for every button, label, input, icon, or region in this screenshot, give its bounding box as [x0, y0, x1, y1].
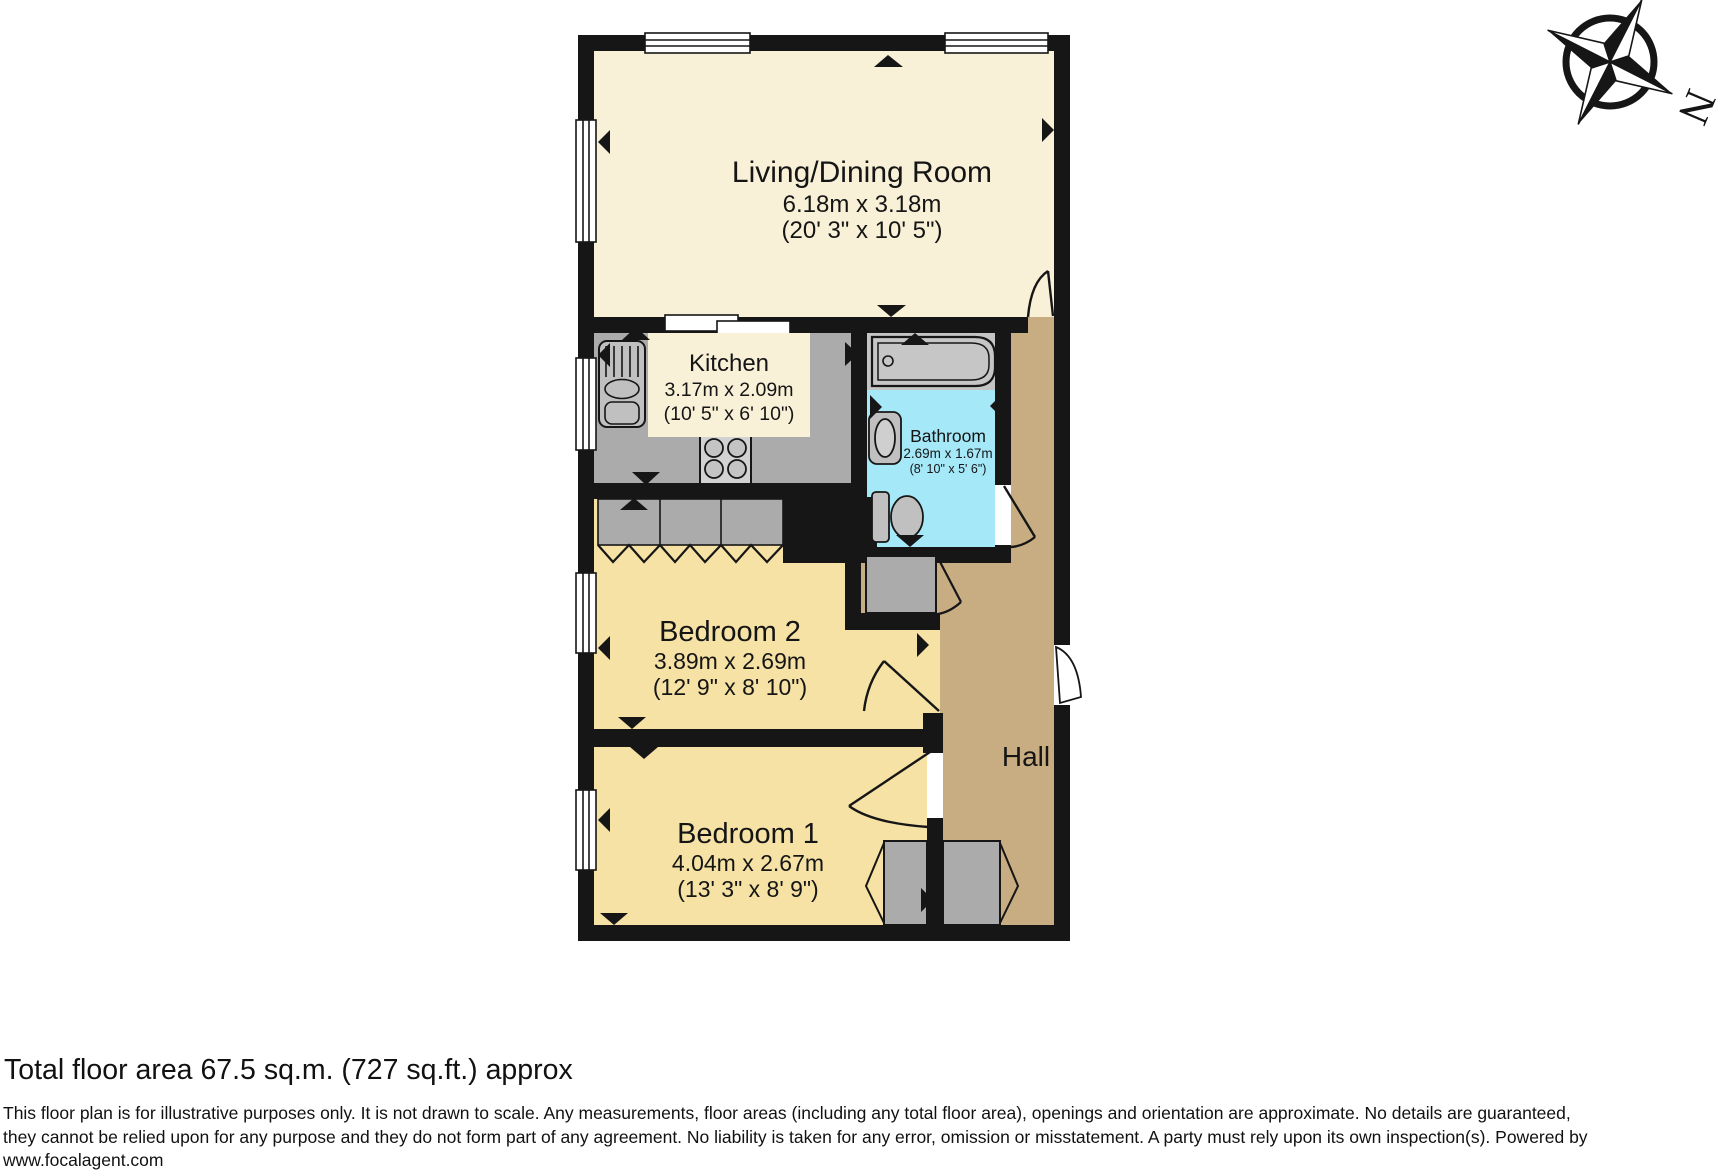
window-living-left — [575, 119, 597, 243]
toilet-icon — [871, 491, 924, 543]
window-bedroom2-left — [575, 572, 597, 654]
door-hall-cupboard — [937, 557, 962, 616]
living-room-dims-m: 6.18m x 3.18m — [783, 191, 942, 218]
kitchen-sink-icon — [598, 340, 646, 428]
window-bedroom1-left — [575, 789, 597, 871]
kitchen-label-box — [648, 333, 810, 437]
hob-icon — [699, 431, 752, 485]
door-bedroom2 — [862, 660, 940, 712]
disclaimer-line-1: This floor plan is for illustrative purp… — [3, 1103, 1571, 1123]
bathroom-dims-ft: (8' 10" x 5' 6") — [910, 462, 987, 476]
windows — [575, 32, 1049, 871]
disclaimer-line-3: www.focalagent.com — [3, 1150, 164, 1170]
bedroom1-dims-m: 4.04m x 2.67m — [672, 850, 824, 876]
living-room-dims-ft: (20' 3" x 10' 5") — [782, 217, 943, 244]
hall-cupboard — [865, 555, 937, 614]
compass-north-label: N — [1668, 83, 1720, 131]
total-floor-area: Total floor area 67.5 sq.m. (727 sq.ft.)… — [4, 1054, 573, 1086]
kitchen-dims-m: 3.17m x 2.09m — [665, 379, 794, 401]
window-top-left — [644, 32, 751, 54]
door-bathroom — [1002, 485, 1037, 549]
bedroom2-dims-ft: (12' 9" x 8' 10") — [653, 674, 807, 700]
disclaimer-text: This floor plan is for illustrative purp… — [3, 1102, 1588, 1173]
bathroom-sink-icon — [868, 411, 902, 465]
bedroom1-dims-ft: (13' 3" x 8' 9") — [677, 876, 818, 902]
bathtub-icon — [870, 335, 997, 388]
window-top-right — [944, 32, 1049, 54]
room-living-floor — [594, 51, 1054, 317]
bottom-cupboard-left — [864, 840, 928, 926]
hall-label: Hall — [1002, 741, 1050, 772]
bedroom2-label: Bedroom 2 — [659, 616, 801, 648]
window-kitchen-left — [575, 357, 597, 451]
bottom-cupboard-right — [942, 840, 1020, 926]
door-entrance — [1054, 645, 1082, 705]
bathroom-dims-m: 2.69m x 1.67m — [903, 446, 992, 461]
compass-rose-icon: N — [1547, 0, 1720, 131]
kitchen-label: Kitchen — [689, 350, 769, 377]
living-room-label: Living/Dining Room — [732, 156, 992, 189]
door-bedroom1 — [848, 751, 931, 829]
opening-arrows — [598, 55, 1054, 925]
room-hall-floor — [861, 317, 1054, 925]
kitchen-dims-ft: (10' 5" x 6' 10") — [664, 403, 795, 425]
bedroom1-label: Bedroom 1 — [677, 818, 819, 850]
bedroom2-dims-m: 3.89m x 2.69m — [654, 648, 806, 674]
door-living-hall — [1026, 269, 1055, 318]
disclaimer-line-2: they cannot be relied upon for any purpo… — [3, 1126, 1588, 1147]
bathroom-label: Bathroom — [910, 426, 986, 446]
